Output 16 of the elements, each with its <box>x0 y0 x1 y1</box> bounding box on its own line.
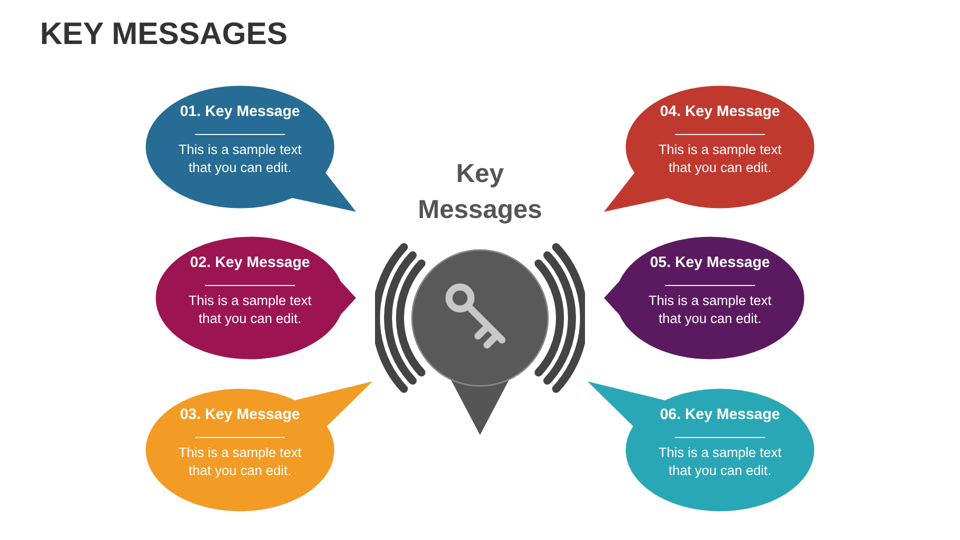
bubble-heading: 05. Key Message <box>648 254 772 271</box>
bubble-text: This is a sample text that you can edit. <box>177 444 303 480</box>
bubble-heading: 01. Key Message <box>178 103 302 120</box>
bubble-heading: 03. Key Message <box>178 406 302 423</box>
bubble-text: This is a sample text that you can edit. <box>657 444 783 480</box>
bubble-heading: 02. Key Message <box>188 254 312 271</box>
bubble-text: This is a sample text that you can edit. <box>177 141 303 177</box>
bubble-heading: 04. Key Message <box>658 103 782 120</box>
bubble-text: This is a sample text that you can edit. <box>647 292 773 328</box>
bubble-heading: 06. Key Message <box>658 406 782 423</box>
bubble-text: This is a sample text that you can edit. <box>657 141 783 177</box>
speech-bubble <box>601 234 807 362</box>
hub-heading: Key Messages <box>416 157 544 226</box>
bubble-text: This is a sample text that you can edit. <box>187 292 313 328</box>
page-title: KEY MESSAGES <box>40 16 288 52</box>
speech-bubble <box>153 234 359 362</box>
